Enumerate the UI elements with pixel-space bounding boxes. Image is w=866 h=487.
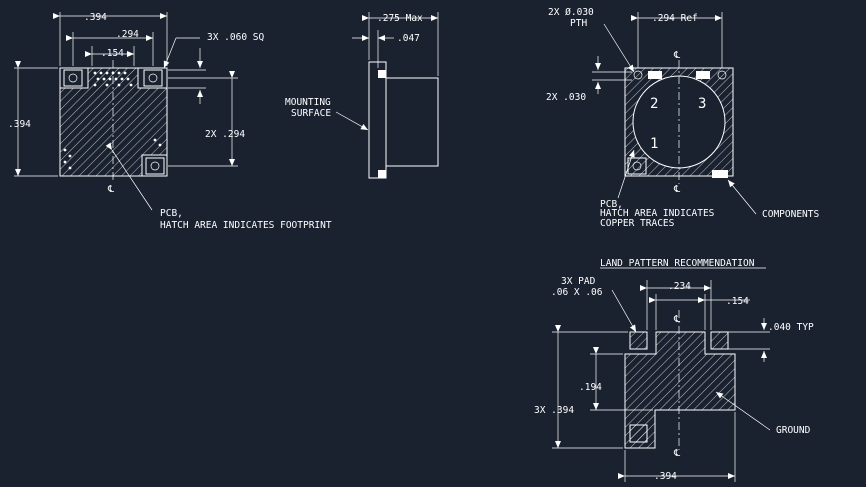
resonator-circle bbox=[632, 75, 726, 169]
dim-pth-note: PTH bbox=[570, 18, 587, 29]
port-2: 2 bbox=[650, 96, 658, 112]
footprint-hatch bbox=[59, 67, 168, 177]
dim-pth: 2X Ø.030 bbox=[548, 7, 594, 18]
pcb-copper-note: HATCH AREA INDICATES bbox=[600, 208, 715, 219]
pad-hole-icon bbox=[68, 73, 78, 83]
component-icon bbox=[696, 71, 710, 79]
components-label: COMPONENTS bbox=[762, 209, 819, 220]
dim-lp-height: 3X .394 bbox=[534, 405, 574, 416]
pcb-footprint-view: .394 .294 .154 3X .060 SQ .394 2X .294 ℄… bbox=[8, 12, 332, 231]
dim-lp-194: .194 bbox=[579, 382, 602, 393]
dim-inner: .154 bbox=[101, 48, 124, 59]
centerline-symbol: ℄ bbox=[107, 184, 115, 195]
land-pad-1 bbox=[629, 331, 648, 350]
centerline-symbol: ℄ bbox=[673, 314, 681, 325]
pcb-label: PCB, bbox=[600, 199, 623, 210]
dim-lp-spacing: .234 bbox=[668, 281, 691, 292]
component-icon bbox=[712, 170, 728, 178]
pcb-copper-note-2: COPPER TRACES bbox=[600, 218, 675, 229]
centerline-symbol: ℄ bbox=[673, 50, 681, 61]
pth-hole-icon bbox=[717, 70, 727, 80]
dim-base-thickness: .047 bbox=[397, 33, 420, 44]
port-1: 1 bbox=[650, 136, 658, 152]
mounting-label: MOUNTING bbox=[285, 97, 331, 108]
pcb-label: PCB, bbox=[160, 208, 183, 219]
side-body bbox=[385, 77, 439, 167]
port-3: 3 bbox=[698, 96, 706, 112]
component-icon bbox=[648, 71, 662, 79]
centerline-symbol: ℄ bbox=[673, 448, 681, 459]
pad-icon bbox=[627, 157, 647, 175]
land-pattern-title: LAND PATTERN RECOMMENDATION bbox=[600, 258, 755, 269]
side-view: .275 Max .047 MOUNTING SURFACE bbox=[285, 12, 439, 179]
dim-pad-vertical: 2X .294 bbox=[205, 129, 245, 140]
centerline-symbol: ℄ bbox=[673, 184, 681, 195]
land-pad-2 bbox=[710, 331, 729, 350]
dim-lp-width: .394 bbox=[654, 471, 677, 482]
dim-pad-size: 3X .060 SQ bbox=[207, 32, 264, 43]
lp-pad-size: .06 X .06 bbox=[551, 287, 603, 298]
land-pattern-view: LAND PATTERN RECOMMENDATION ℄ ℄ 3X PAD .… bbox=[534, 258, 814, 482]
pad-hole-icon bbox=[148, 73, 158, 83]
dim-lp-inner: .154 bbox=[726, 296, 749, 307]
pad-top-left bbox=[63, 69, 83, 87]
dim-max-height: .275 Max bbox=[377, 13, 423, 24]
dim-pad-spacing: .294 bbox=[116, 29, 139, 40]
pcb-footprint-note: HATCH AREA INDICATES FOOTPRINT bbox=[160, 220, 332, 231]
side-pad-bottom bbox=[378, 170, 386, 178]
dim-width: .394 bbox=[84, 12, 107, 23]
top-view: 2 3 1 ℄ ℄ .294 Ref 2X Ø.030 PTH 2X .030 … bbox=[546, 7, 819, 229]
dim-trace: 2X .030 bbox=[546, 92, 586, 103]
pad-top-right bbox=[143, 69, 163, 87]
mounting-label-2: SURFACE bbox=[291, 108, 331, 119]
lp-pad-label: 3X PAD bbox=[561, 276, 596, 287]
via-dots bbox=[63, 71, 162, 170]
ground-label: GROUND bbox=[776, 425, 811, 436]
dim-height: .394 bbox=[8, 119, 31, 130]
pad-bottom-right bbox=[145, 157, 165, 175]
pad-hole-icon bbox=[632, 161, 642, 171]
side-base bbox=[368, 61, 387, 179]
dim-ref: .294 Ref bbox=[652, 13, 698, 24]
land-pad-3 bbox=[629, 424, 648, 443]
dim-lp-typ: .040 TYP bbox=[768, 322, 814, 333]
pad-hole-icon bbox=[150, 161, 160, 171]
side-pad-top bbox=[378, 70, 386, 78]
ground-pad bbox=[624, 331, 736, 449]
pth-hole-icon bbox=[633, 70, 643, 80]
